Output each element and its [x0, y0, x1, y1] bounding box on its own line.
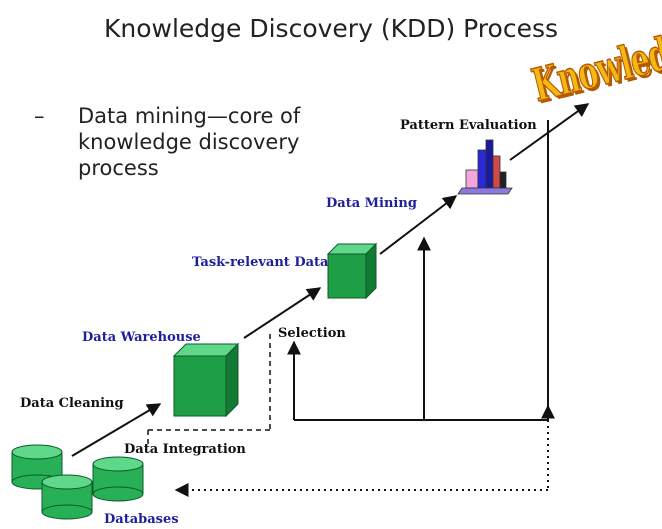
pattern-bars-icon	[457, 139, 513, 195]
database-feedback-dotted	[174, 420, 549, 497]
feedback-lines	[287, 120, 555, 421]
selection-label: Selection	[278, 326, 346, 341]
data-cleaning-label: Data Cleaning	[20, 396, 124, 411]
bullet-line-3: process	[78, 156, 159, 180]
data-warehouse-cube	[172, 342, 240, 418]
task-relevant-data-label: Task-relevant Data	[192, 255, 329, 270]
data-integration-label: Data Integration	[124, 442, 246, 457]
data-warehouse-label: Data Warehouse	[82, 330, 201, 345]
bullet-line-1: Data mining—core of	[78, 104, 301, 128]
databases-label: Databases	[104, 512, 179, 527]
bullet-line-2: knowledge discovery	[78, 130, 300, 154]
bullet-dash: –	[34, 104, 45, 128]
pattern-evaluation-label: Pattern Evaluation	[400, 118, 537, 133]
task-relevant-data-cube	[326, 242, 378, 300]
database-icon	[11, 444, 144, 520]
integration-dashed-lines	[147, 334, 271, 446]
diagram-title: Knowledge Discovery (KDD) Process	[103, 14, 559, 43]
data-mining-label: Data Mining	[326, 196, 417, 211]
